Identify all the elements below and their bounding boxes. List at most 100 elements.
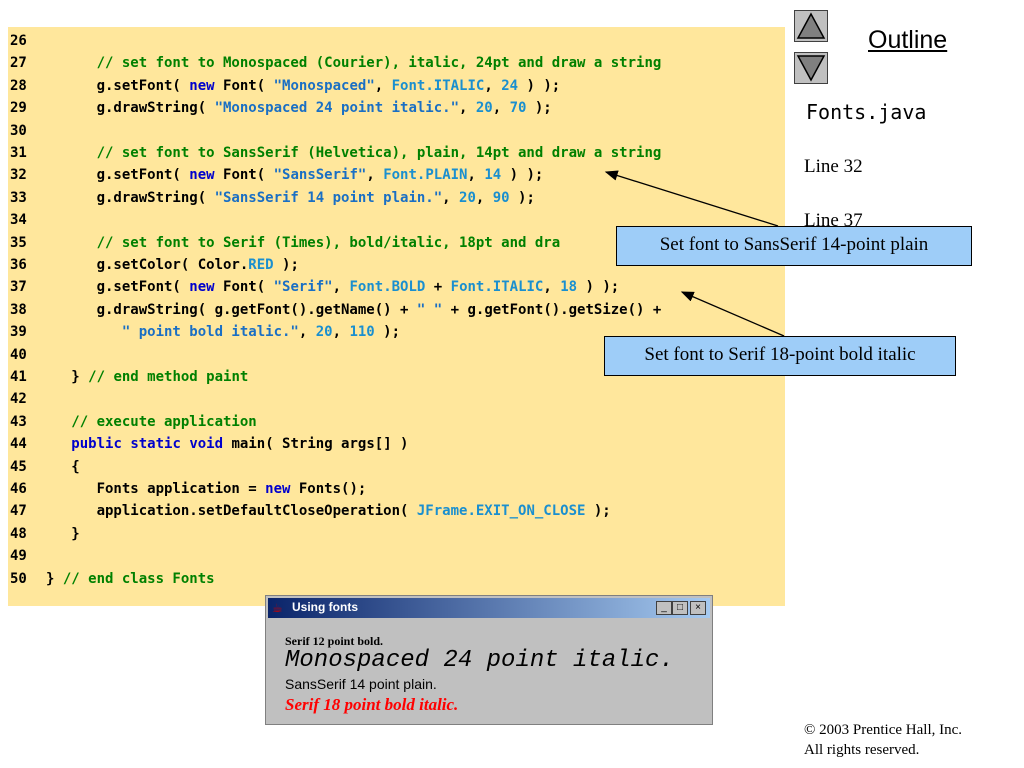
- code-line: 44 public static void main( String args[…: [8, 433, 408, 455]
- code-token: ,: [467, 167, 485, 184]
- code-token: ,: [475, 189, 493, 206]
- previous-slide-button[interactable]: [794, 10, 828, 42]
- code-token: RED: [248, 257, 274, 273]
- code-token: ,: [332, 324, 350, 341]
- line-number: 49: [10, 548, 27, 565]
- code-token: 18: [560, 279, 578, 296]
- code-token: // execute application: [46, 413, 257, 430]
- code-token: Fonts();: [290, 481, 367, 497]
- code-text: " point bold italic.", 20, 110 );: [46, 321, 400, 343]
- code-token: );: [526, 100, 552, 117]
- close-button[interactable]: ×: [690, 601, 706, 615]
- line-number: 41: [10, 369, 27, 385]
- code-token: Font(: [214, 167, 274, 184]
- code-line: 35 // set font to Serif (Times), bold/it…: [8, 232, 560, 254]
- line-number: 31: [10, 145, 27, 161]
- code-token: new: [265, 481, 291, 497]
- code-line: 50} // end class Fonts: [8, 568, 215, 590]
- code-token: g.drawString(: [46, 189, 215, 206]
- code-token: ,: [366, 167, 384, 184]
- code-token: g.setFont(: [46, 77, 190, 94]
- code-token: Font.ITALIC: [450, 279, 544, 296]
- code-token: + g.getFont().getSize() +: [442, 301, 662, 318]
- maximize-button[interactable]: □: [672, 601, 688, 615]
- code-token: static: [130, 436, 181, 453]
- code-token: void: [189, 436, 224, 453]
- code-token: g.setFont(: [46, 167, 190, 184]
- window-titlebar[interactable]: ☕ Using fonts _ □ ×: [268, 598, 710, 618]
- code-text: } // end class Fonts: [46, 568, 215, 590]
- code-token: ,: [543, 279, 561, 296]
- code-text: application.setDefaultCloseOperation( JF…: [46, 500, 611, 522]
- code-token: 110: [349, 324, 375, 341]
- line-number: 39: [10, 324, 27, 341]
- code-token: );: [585, 503, 611, 520]
- line-number: 26: [10, 33, 27, 49]
- code-line: 47 application.setDefaultCloseOperation(…: [8, 500, 611, 522]
- window-title: Using fonts: [292, 600, 358, 614]
- code-line: 46 Fonts application = new Fonts();: [8, 478, 366, 500]
- code-line: 43 // execute application: [8, 411, 257, 433]
- line-number: 46: [10, 481, 27, 497]
- code-token: new: [189, 77, 215, 94]
- code-token: Font(: [214, 77, 274, 94]
- code-line: 49: [8, 545, 46, 567]
- code-token: g.drawString( g.getFont().getName() +: [46, 301, 417, 318]
- code-token: Font.BOLD: [349, 279, 426, 296]
- copyright-line: © 2003 Prentice Hall, Inc.: [804, 722, 963, 738]
- next-slide-button[interactable]: [794, 52, 828, 84]
- line-reference-37: Line 37: [804, 210, 863, 231]
- line-number: 43: [10, 413, 27, 430]
- code-text: g.setColor( Color.RED );: [46, 254, 299, 276]
- triangle-down-icon: [796, 55, 826, 82]
- code-token: "Monospaced 24 point italic.": [214, 100, 460, 117]
- code-token: [46, 436, 71, 452]
- code-text: g.setFont( new Font( "SansSerif", Font.P…: [46, 164, 544, 186]
- code-line: 34: [8, 209, 46, 231]
- code-text: // set font to Monospaced (Courier), ita…: [46, 52, 662, 74]
- code-token: public: [71, 436, 122, 453]
- code-token: Font.ITALIC: [391, 77, 485, 94]
- code-text: Fonts application = new Fonts();: [46, 478, 367, 500]
- callout-serif: Set font to Serif 18-point bold italic: [604, 336, 956, 376]
- code-text: public static void main( String args[] ): [46, 433, 408, 455]
- code-line: 27 // set font to Monospaced (Courier), …: [8, 52, 661, 74]
- code-token: " point bold italic.": [121, 324, 299, 341]
- code-token: ,: [298, 324, 316, 341]
- line-number: 34: [10, 212, 27, 229]
- code-token: // end class Fonts: [62, 570, 215, 587]
- code-text: } // end method paint: [46, 366, 248, 388]
- code-token: "SansSerif": [273, 167, 367, 184]
- code-token: "Serif": [273, 279, 333, 296]
- code-line: 38 g.drawString( g.getFont().getName() +…: [8, 299, 661, 321]
- code-line: 30: [8, 120, 46, 142]
- line-number: 33: [10, 189, 27, 206]
- code-token: new: [189, 279, 215, 296]
- code-token: " ": [416, 301, 443, 318]
- code-token: g.setColor( Color.: [46, 257, 249, 273]
- code-token: );: [374, 324, 401, 341]
- callout-sansserif: Set font to SansSerif 14-point plain: [616, 226, 972, 266]
- code-line: 36 g.setColor( Color.RED );: [8, 254, 299, 276]
- code-line: 28 g.setFont( new Font( "Monospaced", Fo…: [8, 75, 560, 97]
- code-token: 24: [501, 77, 519, 94]
- code-token: ,: [492, 100, 510, 117]
- line-number: 47: [10, 503, 27, 520]
- code-listing-panel: 26 27 // set font to Monospaced (Courier)…: [8, 27, 785, 606]
- minimize-button[interactable]: _: [656, 601, 672, 615]
- code-text: // set font to SansSerif (Helvetica), pl…: [46, 142, 662, 164]
- code-token: 14: [484, 167, 502, 184]
- monospaced-italic-sample: Monospaced 24 point italic.: [285, 647, 674, 674]
- code-text: {: [46, 456, 79, 478]
- triangle-up-icon: [796, 12, 826, 39]
- line-number: 36: [10, 257, 27, 273]
- code-token: // set font to SansSerif (Helvetica), pl…: [46, 145, 662, 161]
- code-text: g.drawString( "Monospaced 24 point itali…: [46, 97, 552, 119]
- code-token: 20: [475, 100, 493, 117]
- sansserif-plain-sample: SansSerif 14 point plain.: [285, 676, 437, 692]
- serif-bold-sample: Serif 12 point bold.: [285, 634, 384, 648]
- code-token: ,: [332, 279, 350, 296]
- outline-link[interactable]: Outline: [868, 26, 948, 54]
- java-cup-icon: ☕: [272, 601, 283, 615]
- code-text: // execute application: [46, 411, 257, 433]
